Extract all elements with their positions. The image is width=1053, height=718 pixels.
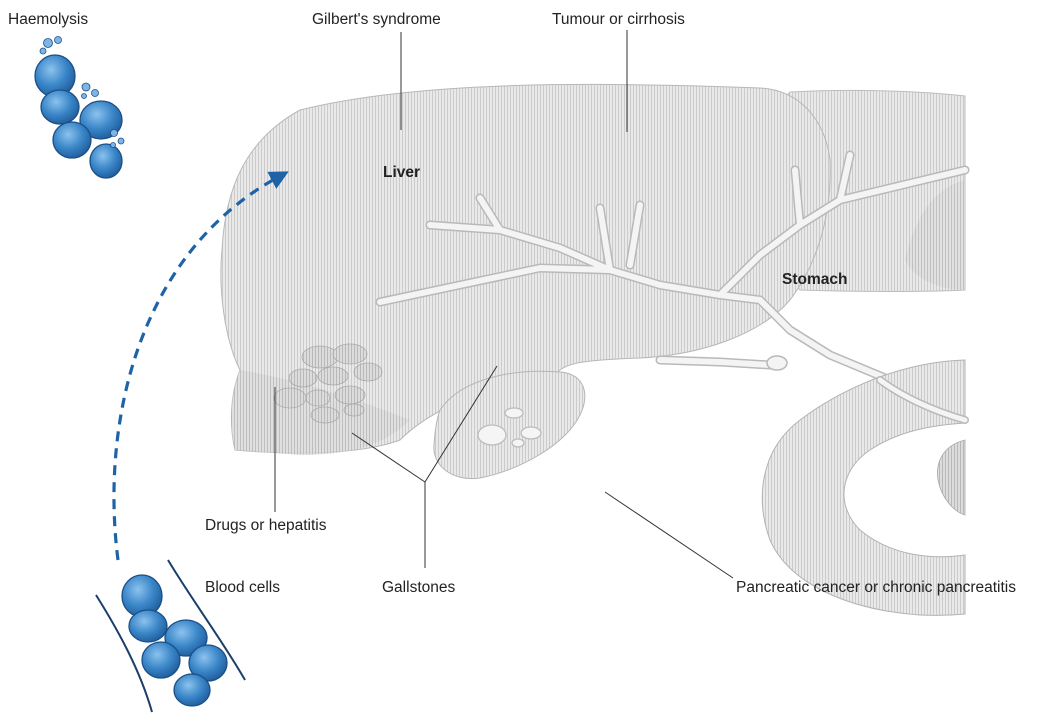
duodenum-pancreas-shape	[762, 360, 965, 615]
haemolysis-label: Haemolysis	[8, 12, 88, 28]
tumour-cirrhosis-label: Tumour or cirrhosis	[552, 12, 685, 28]
pancreatic-label: Pancreatic cancer or chronic pancreatiti…	[736, 580, 1016, 596]
blood-cells-label: Blood cells	[205, 580, 280, 596]
stomach-label: Stomach	[782, 272, 847, 288]
haemolysis-cells-shape	[35, 37, 124, 179]
liver-label: Liver	[383, 165, 420, 181]
gilberts-syndrome-label: Gilbert's syndrome	[312, 12, 441, 28]
gallstones-label: Gallstones	[382, 580, 455, 596]
drugs-hepatitis-label: Drugs or hepatitis	[205, 518, 326, 534]
